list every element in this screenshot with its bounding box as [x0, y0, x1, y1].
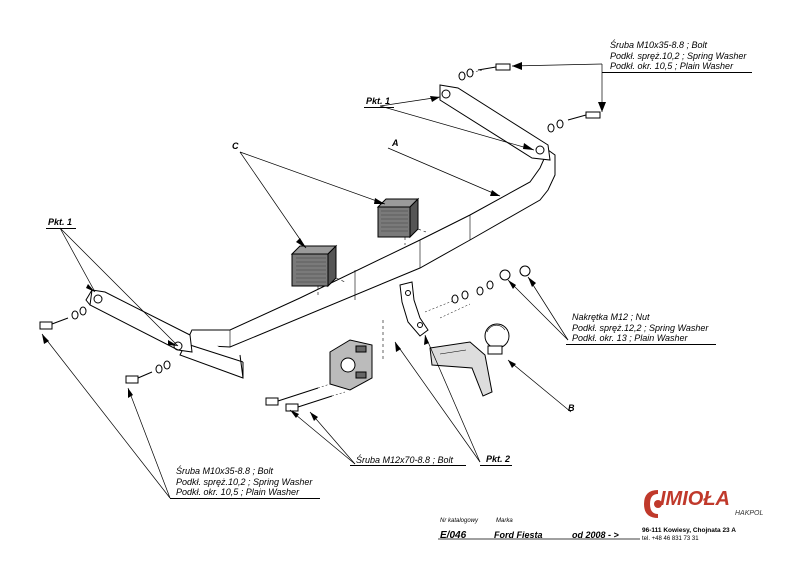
catalog-number-heading: Nr katalogowy — [440, 518, 479, 524]
catalog-number-value: E/046 — [440, 530, 467, 541]
label-pkt2: Pkt. 2 — [486, 454, 511, 464]
callout-line: Podkł. okr. 13 ; Plain Washer — [572, 333, 688, 343]
tow-ball-b — [429, 323, 510, 397]
imiola-logo — [644, 490, 662, 518]
brand-value: Ford Fiesta — [494, 530, 543, 540]
label-pkt1-left: Pkt. 1 — [48, 217, 73, 227]
callout-bolt-m12-underline — [350, 465, 466, 466]
right-side-bracket — [439, 84, 551, 161]
callout-mid-right-underline — [566, 344, 716, 345]
callout-line: Podkł. spręż.10,2 ; Spring Washer — [610, 50, 747, 61]
callout-line: Podkł. okr. 10,5 ; Plain Washer — [176, 487, 300, 497]
pkt1-top-underline — [364, 107, 394, 108]
hanger-bracket — [399, 281, 429, 337]
callout-line: Podkł. spręż.10,2 ; Spring Washer — [176, 476, 313, 487]
label-c: C — [232, 141, 239, 151]
company-name: IMIOŁA — [660, 488, 730, 510]
callout-bolt-m12: Śruba M12x70-8.8 ; Bolt — [356, 455, 454, 465]
callout-line: Śruba M10x35-8.8 ; Bolt — [610, 40, 708, 50]
leader-lines — [41, 63, 603, 499]
brand-heading: Marka — [496, 518, 513, 524]
company-phone: tel. +48 46 831 73 31 — [642, 536, 699, 542]
spacer-block-c-right — [376, 197, 420, 239]
date-value: od 2008 - > — [572, 530, 619, 540]
callout-bottom-left-underline — [170, 498, 320, 499]
callout-mid-right: Nakrętka M12 ; Nut Podkł. spręż.12,2 ; S… — [572, 312, 708, 344]
m12-nuts-washers — [424, 265, 531, 319]
pkt2-underline — [480, 465, 512, 466]
callout-line: Podkł. spręż.12,2 ; Spring Washer — [572, 322, 709, 333]
arrow-heads — [42, 62, 606, 421]
callout-bottom-left: Śruba M10x35-8.8 ; Bolt Podkł. spręż.10,… — [176, 466, 312, 498]
callout-top-right: Śruba M10x35-8.8 ; Bolt Podkł. spręż.10,… — [610, 40, 746, 72]
spacer-block-c-left — [290, 244, 338, 288]
top-right-fasteners — [458, 63, 601, 133]
label-a: A — [392, 138, 399, 148]
label-b: B — [568, 403, 575, 413]
left-fasteners — [39, 306, 171, 384]
callout-line: Nakrętka M12 ; Nut — [572, 312, 650, 322]
company-address: 96-111 Kowiesy, Chojnata 23 A — [642, 527, 736, 534]
callout-line: Podkł. okr. 10,5 ; Plain Washer — [610, 61, 734, 71]
left-side-bracket — [85, 289, 193, 353]
pkt1-left-underline — [46, 228, 76, 229]
label-pkt1-top: Pkt. 1 — [366, 96, 391, 106]
callout-line: Śruba M10x35-8.8 ; Bolt — [176, 466, 274, 476]
callout-top-right-underline — [602, 72, 752, 73]
m12-bolts — [265, 383, 346, 412]
socket-plate — [329, 320, 384, 391]
company-sub: HAKPOL — [735, 510, 764, 517]
